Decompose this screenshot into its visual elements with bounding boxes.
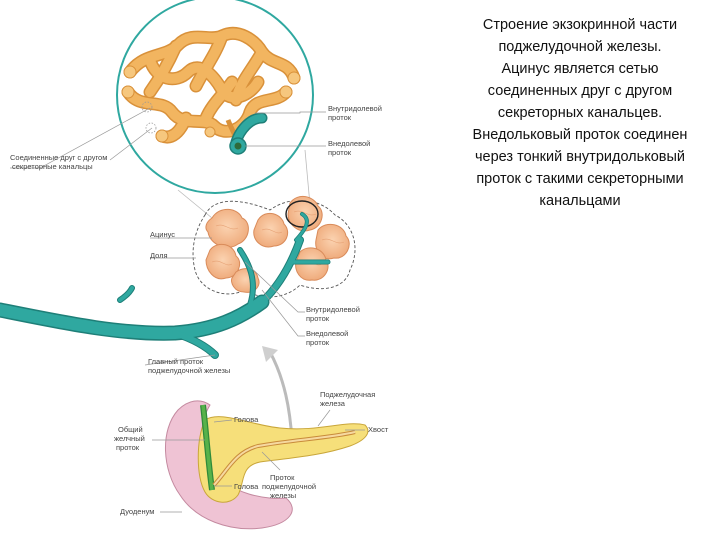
label-duodenum: Дуоденум — [120, 507, 154, 516]
label-common-bile-duct: Общий — [118, 425, 143, 434]
pancreas-organ-group — [165, 400, 369, 530]
label-main-duct: Главный проток — [148, 357, 204, 366]
caption-line: через тонкий внутридольковый — [474, 149, 685, 165]
bottom-leader-lines — [152, 409, 365, 513]
diagram-labels: Внутридолевой проток Внедолевой проток С… — [10, 104, 389, 516]
label-connected-tubules: Соединенные друг с другом — [10, 153, 107, 162]
caption-line: проток с такими секреторными — [476, 171, 684, 187]
label-intralobular-duct-top: проток — [328, 113, 352, 122]
label-intralobular-duct-mid: Внутридолевой — [306, 305, 360, 314]
magnified-acinus-marker — [285, 200, 319, 228]
middle-leader-lines — [144, 237, 305, 366]
lobule — [192, 195, 356, 298]
caption-line: соединенных друг с другом — [487, 83, 673, 99]
zoom-arrow-head — [262, 346, 278, 362]
label-pancreas: Поджелудочная — [320, 390, 375, 399]
label-lobule: Доля — [150, 251, 168, 260]
acinus — [205, 208, 249, 248]
label-connected-tubules: секреторные канальцы — [12, 162, 93, 171]
caption-line: Ацинус является сетью — [501, 61, 659, 77]
label-head-bottom: Голова — [234, 482, 259, 491]
caption-line: Внедольковый проток соединен — [472, 127, 688, 143]
caption-line: поджелудочной железы. — [498, 39, 662, 55]
label-extralobular-duct-mid: Внедолевой — [306, 329, 348, 338]
label-pancreas: железа — [320, 399, 346, 408]
magnified-acinus-circle — [116, 0, 314, 194]
label-main-duct: поджелудочной железы — [148, 366, 230, 375]
lobule-outline — [192, 199, 356, 298]
label-pancreatic-duct: поджелудочной — [262, 482, 316, 491]
label-extralobular-duct-top: Внедолевой — [328, 139, 370, 148]
label-extralobular-duct-top: проток — [328, 148, 352, 157]
duct-tree — [0, 212, 331, 359]
label-extralobular-duct-mid: проток — [306, 338, 330, 347]
label-tail: Хвост — [368, 425, 389, 434]
secretory-tubule-network — [121, 26, 301, 155]
caption-text: Строение экзокринной части поджелудочной… — [444, 14, 716, 212]
label-acinus: Ацинус — [150, 230, 175, 239]
caption-line: секреторных канальцев. — [497, 105, 663, 121]
label-common-bile-duct: желчный — [114, 434, 145, 443]
caption-line: Строение экзокринной части — [482, 17, 678, 33]
zoom-connector-right — [304, 149, 311, 206]
duodenum — [165, 400, 293, 530]
label-pancreatic-duct: железы — [270, 491, 296, 500]
top-leader-lines — [10, 107, 326, 169]
label-intralobular-duct-top: Внутридолевой — [328, 104, 382, 113]
label-pancreatic-duct: Проток — [270, 473, 295, 482]
label-intralobular-duct-mid: проток — [306, 314, 330, 323]
label-common-bile-duct: проток — [116, 443, 140, 452]
label-head-top: Голова — [234, 415, 259, 424]
caption-line: канальцами — [539, 193, 621, 209]
zoom-connector-left — [177, 189, 213, 219]
